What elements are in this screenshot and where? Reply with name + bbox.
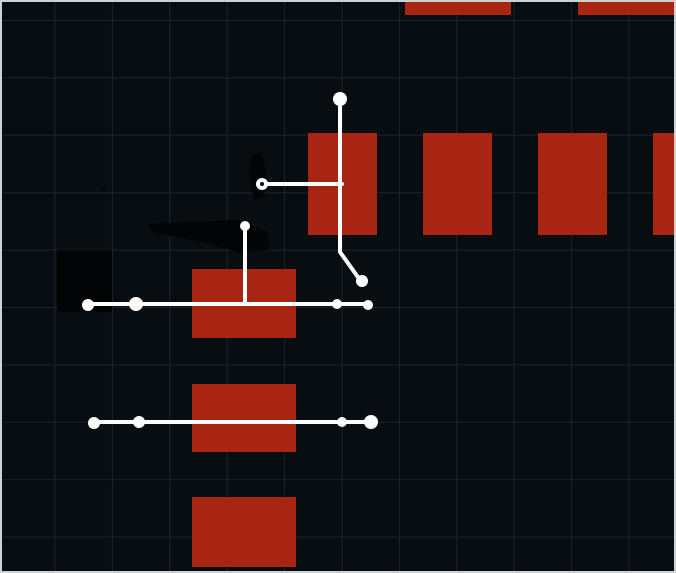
via-hole [260, 182, 264, 186]
pad[interactable] [192, 497, 296, 567]
via[interactable] [240, 221, 250, 231]
shadow-dot [101, 188, 105, 191]
vias [82, 92, 378, 429]
via[interactable] [363, 300, 373, 310]
via[interactable] [82, 299, 94, 311]
pads [192, 2, 674, 567]
pad[interactable] [538, 133, 607, 235]
via[interactable] [364, 415, 378, 429]
pad[interactable] [423, 133, 492, 235]
pad[interactable] [578, 2, 674, 15]
pad[interactable] [192, 384, 296, 452]
via[interactable] [333, 92, 347, 106]
via[interactable] [356, 275, 368, 287]
via[interactable] [129, 297, 143, 311]
via[interactable] [88, 417, 100, 429]
pad[interactable] [653, 133, 674, 235]
shadow-stroke [148, 220, 270, 252]
trace[interactable] [338, 97, 362, 282]
via[interactable] [337, 417, 347, 427]
pad[interactable] [405, 2, 511, 15]
via[interactable] [332, 299, 342, 309]
via[interactable] [133, 416, 145, 428]
